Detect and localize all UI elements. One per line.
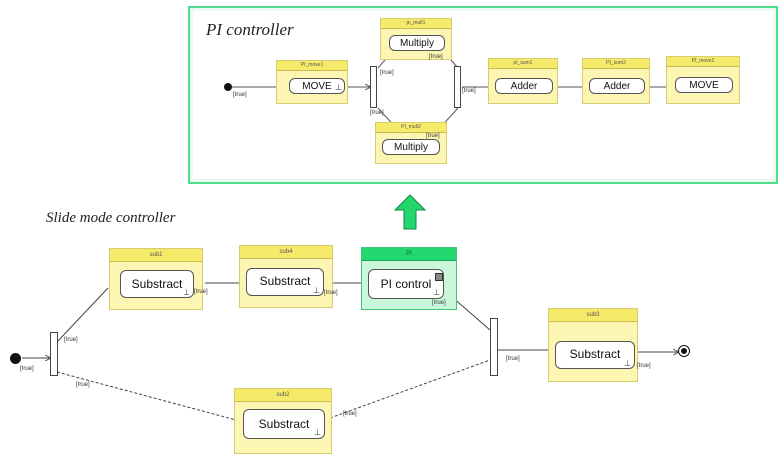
node-header: PI_move2 [667,57,739,67]
pi-controller-title: PI controller [206,20,294,39]
action-label: PI control [380,277,432,291]
guard-label: [true] [462,88,476,94]
up-arrow-icon [394,194,426,230]
node-header: sub3 [549,309,637,322]
smc-sub4-action[interactable]: Substract ⊥ [246,268,324,296]
smc-join-bar[interactable] [490,318,498,376]
subactivity-icon: ⊥ [313,286,320,295]
expand-icon [435,273,443,281]
guard-label: [true] [637,363,651,369]
node-header: pi_mult1 [381,19,451,29]
node-header: PI_sum2 [583,59,649,69]
subactivity-icon: ⊥ [624,359,631,368]
node-header: pi_sum1 [489,59,557,69]
final-node-icon [678,345,690,357]
pi-adder1-node[interactable]: pi_sum1 Adder [488,58,558,104]
node-header: sub1 [110,249,202,262]
guard-label: [true] [343,411,357,417]
guard-label: [true] [233,92,247,98]
action-label: Multiply [400,38,434,49]
pi-fork-bar[interactable] [370,66,377,108]
pi-move2-action[interactable]: MOVE [675,77,733,93]
smc-pi-node[interactable]: PI PI control ⊥ [true] [361,247,457,310]
smc-sub2-node[interactable]: sub2 Substract ⊥ [234,388,332,454]
smc-initial-node-icon [10,353,21,364]
pi-mult2-node[interactable]: PI_mult2 Multiply [true] [375,122,447,164]
node-header: PI [362,248,456,261]
guard-label: [true] [426,133,440,139]
action-label: MOVE [689,80,719,91]
node-header: PI_mult2 [376,123,446,133]
action-label: MOVE [302,81,332,92]
pi-initial-node-icon [224,83,232,91]
action-label: Substract [569,347,621,361]
subactivity-icon: ⊥ [183,288,190,297]
guard-label: [true] [194,289,208,295]
guard-label: [true] [76,382,90,388]
guard-label: [true] [20,366,34,372]
node-header: sub2 [235,389,331,402]
smc-sub1-action[interactable]: Substract ⊥ [120,270,194,298]
pi-mult2-action[interactable]: Multiply [382,139,440,155]
subactivity-icon: ⊥ [335,83,342,92]
smc-sub4-node[interactable]: sub4 Substract ⊥ [true] [239,245,338,308]
pi-adder1-action[interactable]: Adder [495,78,553,94]
pi-adder2-action[interactable]: Adder [589,78,645,94]
pi-move2-node[interactable]: PI_move2 MOVE [666,56,740,104]
guard-label: [true] [429,54,443,60]
guard-label: [true] [64,337,78,343]
smc-sub1-node[interactable]: sub1 Substract ⊥ [true] [109,248,208,310]
guard-label: [true] [506,356,520,362]
subactivity-icon: ⊥ [314,428,321,437]
action-label: Substract [258,417,310,431]
subactivity-icon: ⊥ [433,288,440,297]
pi-adder2-node[interactable]: PI_sum2 Adder [582,58,650,104]
action-label: Multiply [394,142,428,153]
pi-mult1-node[interactable]: pi_mult1 Multiply [true] [380,18,452,60]
smc-pi-action[interactable]: PI control ⊥ [368,269,444,299]
pi-mult1-action[interactable]: Multiply [389,35,445,51]
smc-title: Slide mode controller [46,210,176,226]
pi-move1-action[interactable]: MOVE [289,78,345,94]
guard-label: [true] [380,70,394,76]
smc-fork-bar[interactable] [50,332,58,376]
pi-join-bar[interactable] [454,66,461,108]
smc-sub2-action[interactable]: Substract ⊥ [243,409,325,439]
smc-sub3-action[interactable]: Substract ⊥ [555,341,635,369]
action-label: Substract [259,274,311,288]
action-label: Adder [603,81,631,92]
action-label: Substract [131,277,183,291]
action-label: Adder [510,81,538,92]
node-header: sub4 [240,246,332,259]
pi-move1-node[interactable]: PI_move1 MOVE ⊥ [276,60,348,104]
guard-label: [true] [432,300,446,306]
node-header: PI_move1 [277,61,347,71]
guard-label: [true] [324,290,338,296]
guard-label: [true] [370,110,384,116]
smc-sub3-node[interactable]: sub3 Substract ⊥ [true] [548,308,651,382]
